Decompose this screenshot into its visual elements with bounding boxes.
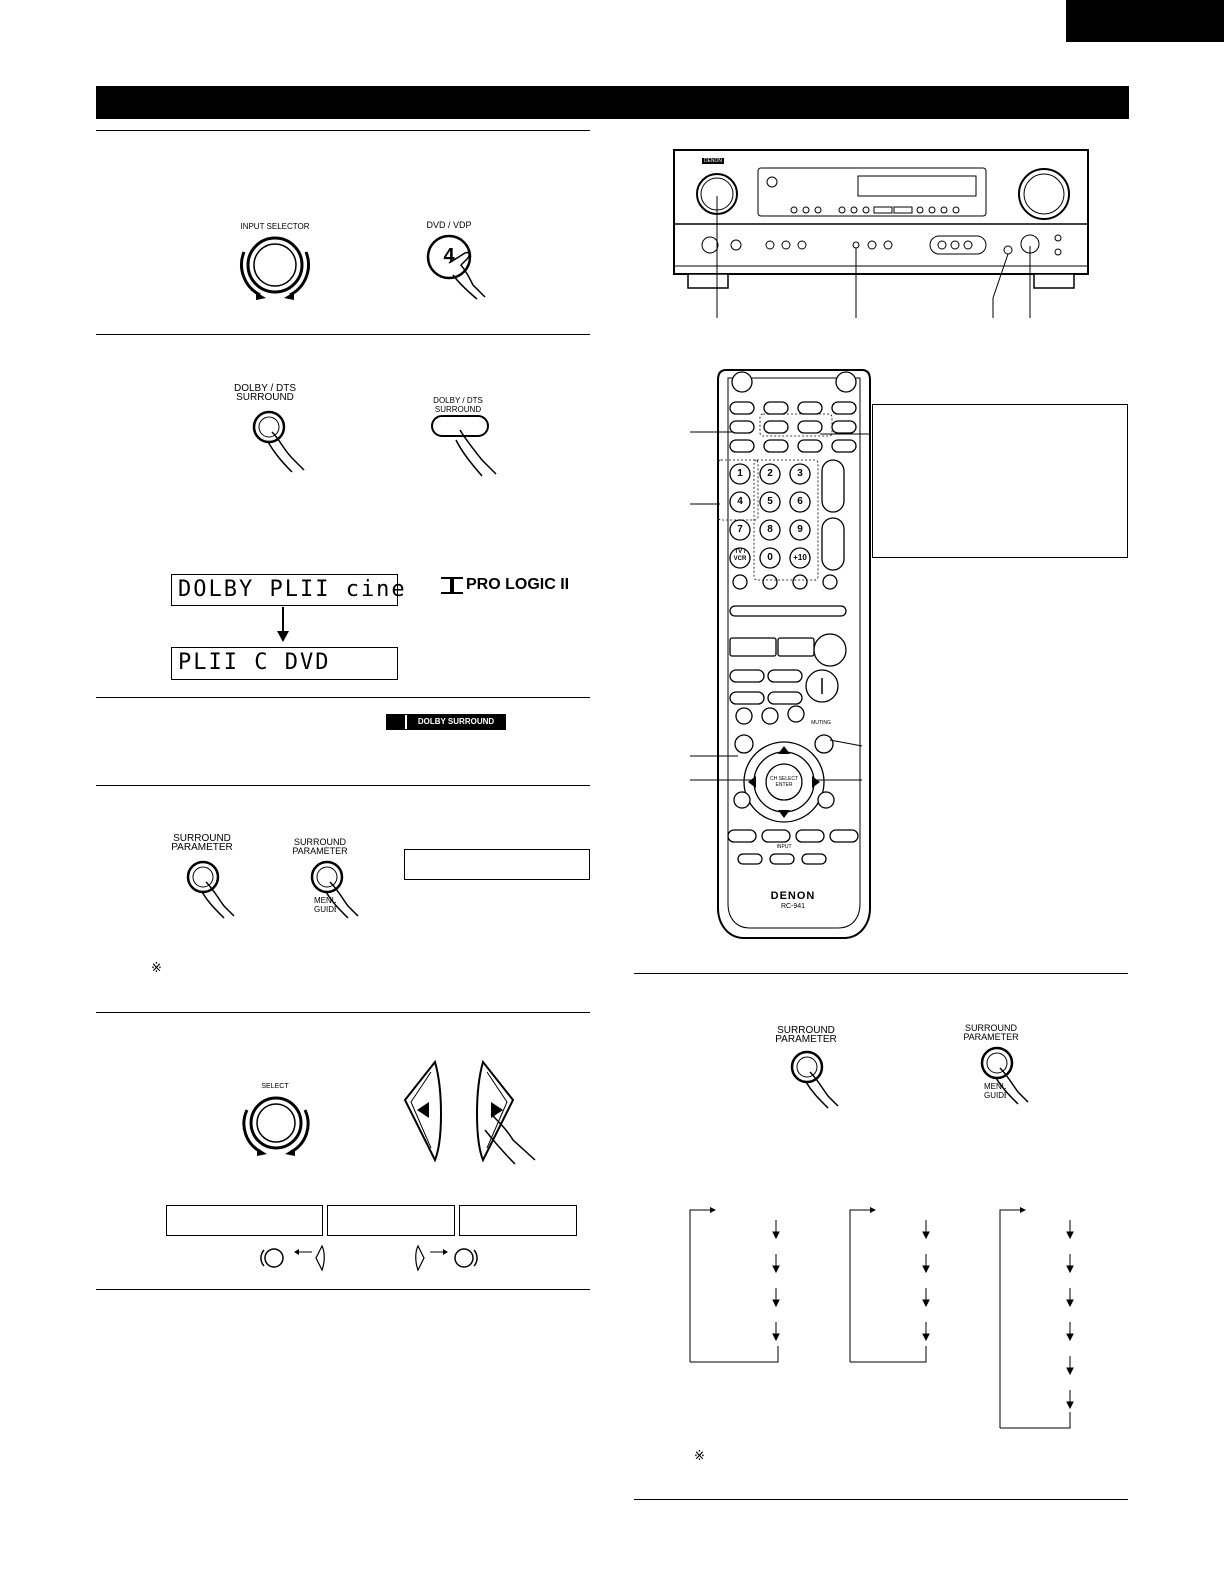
remote-button-8[interactable]: 8 [767, 524, 773, 535]
remote-callout-lines [690, 431, 870, 781]
remote-input-label: INPUT [776, 844, 792, 850]
flow-loop-1 [689, 1207, 780, 1363]
remote-button-plus10[interactable]: +10 [793, 553, 807, 562]
display-line2: PLII C DVD [171, 647, 398, 680]
menu-guide-label: MENU GUIDE [314, 896, 336, 914]
dolby-double-d-icon [387, 715, 405, 729]
rule-step4 [96, 785, 590, 786]
button-number-4[interactable]: 4 [443, 245, 455, 267]
remote-info-box [872, 404, 1128, 558]
step5-display-box-2 [327, 1205, 455, 1236]
right-remote-surround-parameter-label: SURROUND PARAMETER [963, 1023, 1019, 1042]
flow-loop-2 [849, 1207, 930, 1363]
remote-dolby-dts-surround-button-press[interactable] [430, 414, 520, 484]
pro-logic-ii-logo: PRO LOGIC II [441, 576, 571, 598]
rule-end [96, 1289, 590, 1290]
dolby-dts-surround-button-press[interactable] [252, 410, 322, 480]
rule-step1 [96, 130, 590, 131]
dolby-double-d-icon-2 [452, 576, 463, 594]
receiver-front-panel [673, 149, 1089, 318]
cursor-left-right-buttons[interactable] [395, 1059, 545, 1170]
remote-surround-parameter-label: SURROUND PARAMETER [292, 837, 348, 856]
remote-control [717, 369, 871, 939]
right-surround-parameter-button-press[interactable] [790, 1050, 860, 1112]
rule-step5 [96, 1012, 590, 1013]
remote-model: RC-941 [780, 903, 806, 910]
remote-button-0[interactable]: 0 [767, 552, 773, 563]
dvd-vdp-label: DVD / VDP [426, 220, 472, 230]
remote-button-3[interactable]: 3 [797, 468, 803, 479]
surround-parameter-button-press[interactable] [186, 860, 256, 922]
right-note-mark: ※ [694, 1448, 705, 1463]
page-tab [1066, 0, 1224, 42]
right-remote-surround-parameter-button-press[interactable] [980, 1046, 1050, 1108]
rule-right-end [634, 1499, 1128, 1500]
remote-button-9[interactable]: 9 [797, 524, 803, 535]
receiver-brand-logo: DENON [703, 158, 723, 164]
step5-display-box-1 [166, 1205, 323, 1236]
right-menu-guide-label: MENU GUIDE [984, 1082, 1006, 1100]
remote-dolby-dts-surround-label: DOLBY / DTS SURROUND [433, 396, 483, 414]
select-knob[interactable] [233, 1090, 319, 1160]
input-selector-label: INPUT SELECTOR [240, 222, 310, 231]
rule-step3 [96, 697, 590, 698]
cursor-left-icon [417, 1102, 429, 1118]
dolby-double-d-icon [441, 576, 452, 594]
title-bar [96, 86, 1129, 119]
remote-button-4[interactable]: 4 [737, 496, 743, 507]
right-surround-parameter-label: SURROUND PARAMETER [775, 1025, 837, 1045]
rule-right-step [634, 973, 1128, 974]
remote-muting-label: MUTING [811, 720, 831, 726]
remote-button-1[interactable]: 1 [737, 468, 743, 479]
step5-display-box-3 [459, 1205, 577, 1236]
rule-step2 [96, 334, 590, 335]
dvd-vdp-button-press [426, 234, 486, 300]
cursor-right-icon [491, 1102, 503, 1118]
knob-cursor-direction-icons [260, 1244, 478, 1272]
select-knob-label: SELECT [261, 1083, 289, 1090]
input-selector-knob[interactable] [230, 232, 320, 302]
step4-display-box [404, 849, 590, 880]
step4-note-mark: ※ [151, 960, 162, 975]
remote-brand: DENON [770, 890, 816, 902]
remote-surround-parameter-button-press[interactable] [310, 860, 380, 922]
remote-button-5[interactable]: 5 [767, 496, 773, 507]
remote-enter-label[interactable]: CH SELECT ENTER [769, 776, 799, 788]
dolby-dts-surround-label: DOLBY / DTS SURROUND [233, 383, 297, 403]
display-line1: DOLBY PLII cine [171, 574, 405, 606]
remote-button-2[interactable]: 2 [767, 468, 773, 479]
dolby-surround-logo: DOLBY SURROUND [386, 714, 506, 730]
down-arrow-icon [277, 607, 289, 642]
remote-button-7[interactable]: 7 [737, 524, 743, 535]
flow-loop-3 [999, 1207, 1074, 1429]
remote-button-6[interactable]: 6 [797, 496, 803, 507]
remote-button-tv-vcr[interactable]: TV / VCR [733, 549, 747, 562]
surround-parameter-label: SURROUND PARAMETER [171, 833, 233, 853]
